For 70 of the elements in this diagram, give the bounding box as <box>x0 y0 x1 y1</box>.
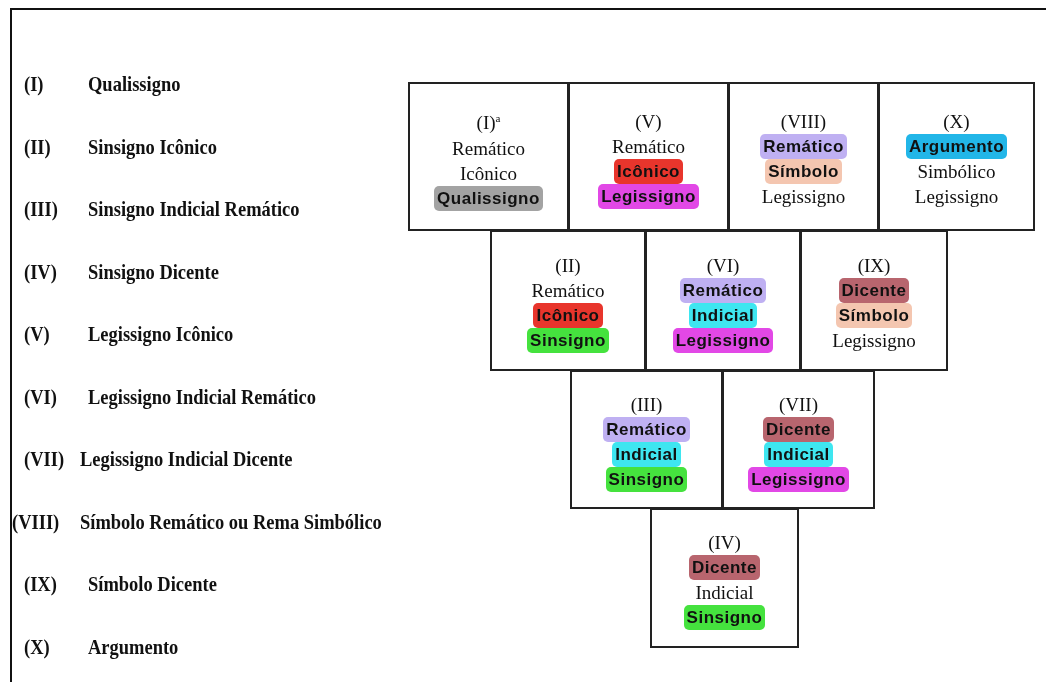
class-box <box>800 230 948 371</box>
sign-class-name: Legissigno Indicial Dicente <box>80 447 293 472</box>
term: Simbólico <box>917 159 996 184</box>
highlighted-term: Símbolo <box>765 158 842 184</box>
sign-class-name: Qualissigno <box>88 72 181 97</box>
highlighted-term: Sinsigno <box>683 605 766 630</box>
class-number: (II) <box>555 253 581 278</box>
sign-class-name: Símbolo Remático ou Rema Simbólico <box>80 509 382 535</box>
class-box <box>408 82 569 231</box>
highlighted-term: Qualissigno <box>434 185 543 211</box>
term: Legissigno <box>914 184 999 209</box>
term: Icônico <box>460 161 517 186</box>
list-number: (IX) <box>24 572 57 597</box>
sign-class-name: Sinsigno Indicial Remático <box>88 197 300 222</box>
term: Indicial <box>695 581 754 605</box>
highlighted-term: Legissigno <box>672 327 774 353</box>
class-number: (V) <box>635 109 662 134</box>
sign-class-name: Sinsigno Dicente <box>88 259 219 285</box>
class-box <box>490 230 646 371</box>
class-number: (X) <box>943 109 970 134</box>
class-box <box>878 82 1035 231</box>
sign-class-name: Símbolo Dicente <box>88 572 217 597</box>
highlighted-term: Legissigno <box>598 183 699 209</box>
highlighted-term: Remático <box>679 277 767 303</box>
highlighted-term: Argumento <box>905 133 1008 159</box>
highlighted-term: Dicente <box>838 277 910 303</box>
highlighted-term: Indicial <box>764 441 833 467</box>
class-box <box>645 230 801 371</box>
term: Legissigno <box>761 184 846 209</box>
list-number: (V) <box>24 322 50 347</box>
class-box <box>570 370 723 509</box>
highlighted-term: Indicial <box>688 302 758 328</box>
highlighted-term: Legissigno <box>748 466 849 492</box>
sign-class-name: Argumento <box>88 634 179 660</box>
highlighted-term: Dicente <box>689 555 760 580</box>
highlighted-term: Icônico <box>614 158 683 184</box>
list-number: (IV) <box>24 259 57 285</box>
list-number: (I) <box>24 72 44 97</box>
list-number: (VI) <box>24 384 57 410</box>
term: Remático <box>531 278 605 303</box>
highlighted-term: Icônico <box>533 302 603 328</box>
class-box <box>722 370 875 509</box>
class-number: (VIII) <box>780 109 827 134</box>
term: Legissigno <box>832 328 916 353</box>
class-number: (VI) <box>706 253 740 278</box>
class-box <box>728 82 879 231</box>
highlighted-term: Sinsigno <box>605 466 688 492</box>
highlighted-term: Remático <box>760 133 847 159</box>
sign-class-name: Sinsigno Icônico <box>88 134 217 160</box>
class-number: (III) <box>630 392 663 417</box>
class-number: (VII) <box>779 392 818 417</box>
highlighted-term: Sinsigno <box>527 327 609 353</box>
sign-class-name: Legissigno Indicial Remático <box>88 384 316 410</box>
highlighted-term: Dicente <box>763 416 834 442</box>
highlighted-term: Símbolo <box>835 302 913 328</box>
term: Remático <box>612 134 685 159</box>
list-number: (X) <box>24 634 50 660</box>
class-number: (IV) <box>708 531 741 555</box>
class-number: (IX) <box>857 253 891 278</box>
highlighted-term: Remático <box>603 416 690 442</box>
class-box <box>568 82 729 231</box>
list-number: (VII) <box>24 447 65 472</box>
class-box <box>650 508 799 648</box>
list-number: (II) <box>24 134 51 160</box>
sign-class-name: Legissigno Icônico <box>88 322 234 347</box>
highlighted-term: Indicial <box>612 441 681 467</box>
list-number: (VIII) <box>12 509 60 535</box>
list-number: (III) <box>24 197 58 222</box>
term: Remático <box>452 136 525 161</box>
class-number: (I)$^{a}$ <box>476 111 501 136</box>
